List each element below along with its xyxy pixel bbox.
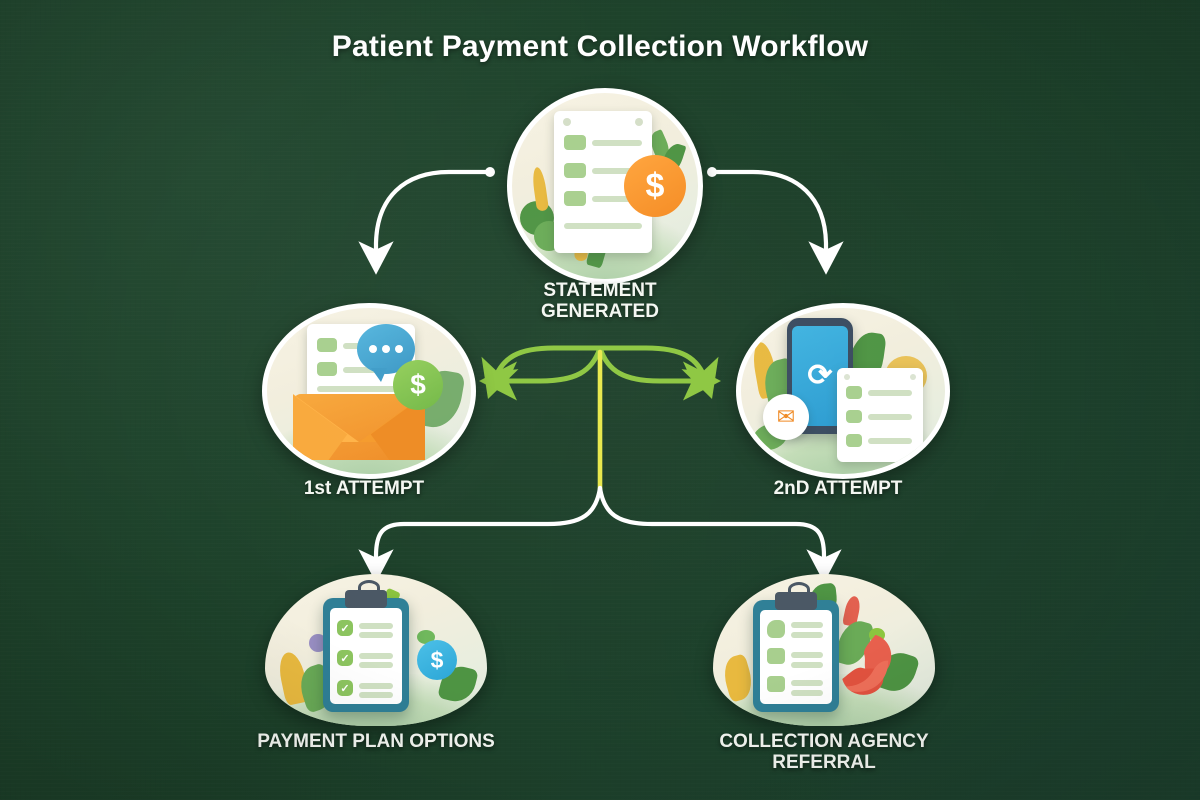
statement-document-icon <box>837 368 923 462</box>
node-label-statement-generated: STATEMENT GENERATED <box>541 280 659 323</box>
connector-statement-to-first-attempt <box>358 167 495 275</box>
node-first-attempt[interactable]: $ 1st ATTEMPT <box>262 303 476 499</box>
dollar-coin-icon: $ <box>417 640 457 680</box>
first-attempt-illustration: $ <box>262 303 476 479</box>
connector-statement-to-second-attempt <box>707 167 844 275</box>
node-label-collection-agency-referral: COLLECTION AGENCY REFERRAL <box>719 731 929 774</box>
node-second-attempt[interactable]: ⟳ ✉ 2nD ATTE <box>736 303 950 499</box>
checkmark-icon: ✓ <box>337 680 353 696</box>
dollar-coin-icon: $ <box>393 360 443 410</box>
second-attempt-illustration: ⟳ ✉ <box>736 303 950 479</box>
node-label-second-attempt: 2nD ATTEMPT <box>773 478 903 499</box>
statement-illustration: $ <box>507 88 703 284</box>
connector-first-second-link <box>479 345 721 401</box>
node-payment-plan-options[interactable]: ✓ ✓ ✓ $ PAYMENT PLAN OPTIONS <box>257 574 495 752</box>
clipboard-icon: ✓ ✓ ✓ <box>323 598 409 712</box>
foliage-leaf <box>309 634 327 652</box>
node-label-payment-plan-options: PAYMENT PLAN OPTIONS <box>257 731 495 752</box>
checkmark-icon: ✓ <box>337 620 353 636</box>
clipboard-icon <box>753 600 839 712</box>
checkmark-icon: ✓ <box>337 650 353 666</box>
connector-split-to-collection-agency <box>597 485 842 583</box>
node-collection-agency-referral[interactable]: COLLECTION AGENCY REFERRAL <box>713 574 935 773</box>
email-badge-icon: ✉ <box>763 394 809 440</box>
collection-agency-illustration <box>713 574 935 726</box>
node-statement-generated[interactable]: $ STATEMENT GENERATED <box>507 88 703 322</box>
node-label-first-attempt: 1st ATTEMPT <box>303 478 425 499</box>
dollar-coin-icon: $ <box>624 155 686 217</box>
connector-split-to-payment-plan <box>358 485 603 583</box>
clipboard-ring <box>358 580 380 595</box>
telephone-handset-icon <box>842 634 892 695</box>
clipboard-ring <box>788 582 810 597</box>
payment-plan-illustration: ✓ ✓ ✓ $ <box>265 574 487 726</box>
sync-icon: ⟳ <box>807 359 833 392</box>
page-title: Patient Payment Collection Workflow <box>331 30 869 63</box>
